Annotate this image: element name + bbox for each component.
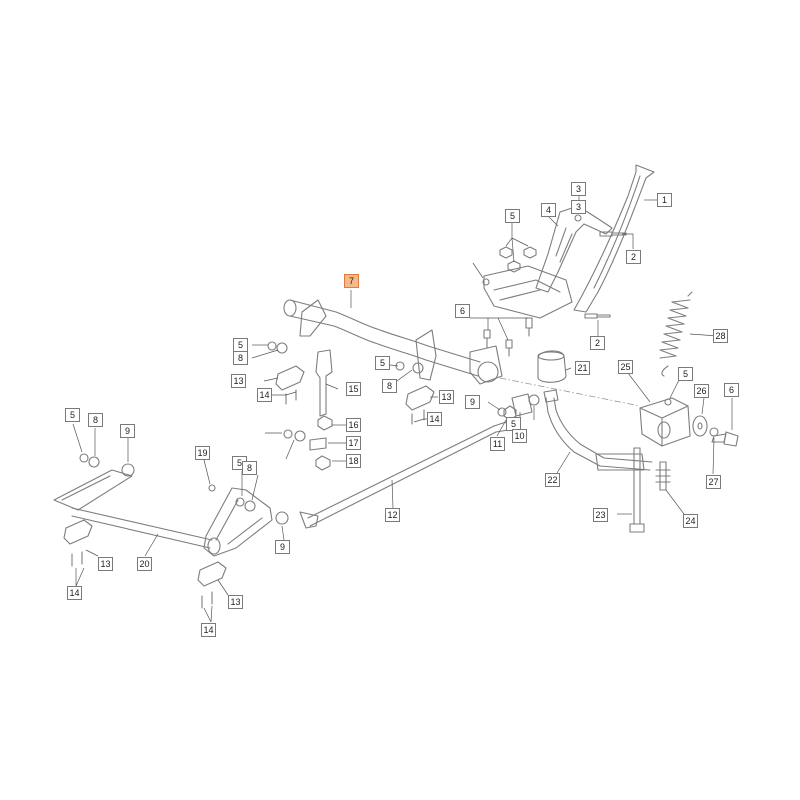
callout-part-5[interactable]: 5 [375,356,390,370]
callout-part-21[interactable]: 21 [575,361,590,375]
callout-part-20[interactable]: 20 [137,557,152,571]
callout-part-3[interactable]: 3 [571,200,586,214]
callout-part-28[interactable]: 28 [713,329,728,343]
callout-part-9[interactable]: 9 [465,395,480,409]
callout-part-16[interactable]: 16 [346,418,361,432]
callout-part-14[interactable]: 14 [257,388,272,402]
callout-part-5[interactable]: 5 [678,367,693,381]
part-12-rod [299,421,509,529]
callout-part-13[interactable]: 13 [231,374,246,388]
callout-part-8[interactable]: 8 [382,379,397,393]
assembly-centerline [499,377,641,407]
callout-part-5[interactable]: 5 [505,209,520,223]
callout-part-9[interactable]: 9 [275,540,290,554]
part-4-pedal [483,205,613,319]
part-21-cap [537,350,567,383]
leader-lines [72,196,733,623]
callout-part-13[interactable]: 13 [228,595,243,609]
callout-part-25[interactable]: 25 [618,360,633,374]
callout-part-10[interactable]: 10 [512,429,527,443]
callout-part-18[interactable]: 18 [346,454,361,468]
callout-part-2[interactable]: 2 [626,250,641,264]
callout-part-12[interactable]: 12 [385,508,400,522]
callout-part-22[interactable]: 22 [545,473,560,487]
callout-part-5[interactable]: 5 [233,338,248,352]
callout-part-6[interactable]: 6 [455,304,470,318]
part-13-clip-brackets [63,365,435,609]
callout-part-14[interactable]: 14 [201,623,216,637]
callout-part-19[interactable]: 19 [195,446,210,460]
callout-part-23[interactable]: 23 [593,508,608,522]
pedal-fasteners [482,214,627,357]
part-10-rod-end [503,393,533,421]
part-25-housing [639,397,691,447]
callout-part-14[interactable]: 14 [427,412,442,426]
part-24-adjuster [655,461,671,491]
callout-part-8[interactable]: 8 [242,461,257,475]
part-6-bolt-right [711,431,739,447]
callout-part-7[interactable]: 7 [344,274,359,288]
callout-part-8[interactable]: 8 [88,413,103,427]
washers-and-nuts [79,341,719,525]
callout-part-14[interactable]: 14 [67,586,82,600]
callout-part-3[interactable]: 3 [571,182,586,196]
part-23-bolt [629,447,645,533]
callout-part-2[interactable]: 2 [590,336,605,350]
callout-part-13[interactable]: 13 [98,557,113,571]
callout-part-27[interactable]: 27 [706,475,721,489]
callout-part-24[interactable]: 24 [683,514,698,528]
callout-part-6[interactable]: 6 [724,383,739,397]
callout-part-5[interactable]: 5 [506,417,521,431]
callout-part-9[interactable]: 9 [120,424,135,438]
part-1-lever [573,164,655,313]
part-7-cross-shaft [283,299,503,385]
part-20-front-bar [53,469,273,557]
callout-part-17[interactable]: 17 [346,436,361,450]
callout-part-4[interactable]: 4 [541,203,556,217]
callout-part-15[interactable]: 15 [346,382,361,396]
part-22-bent-rod [543,389,653,471]
part-26-washer [692,415,708,437]
callout-part-1[interactable]: 1 [657,193,672,207]
callout-part-26[interactable]: 26 [694,384,709,398]
part-28-spring [659,291,693,377]
part-15-linkage [309,349,333,471]
callout-part-11[interactable]: 11 [490,437,505,451]
callout-part-8[interactable]: 8 [233,351,248,365]
callout-part-13[interactable]: 13 [439,390,454,404]
callout-part-5[interactable]: 5 [65,408,80,422]
